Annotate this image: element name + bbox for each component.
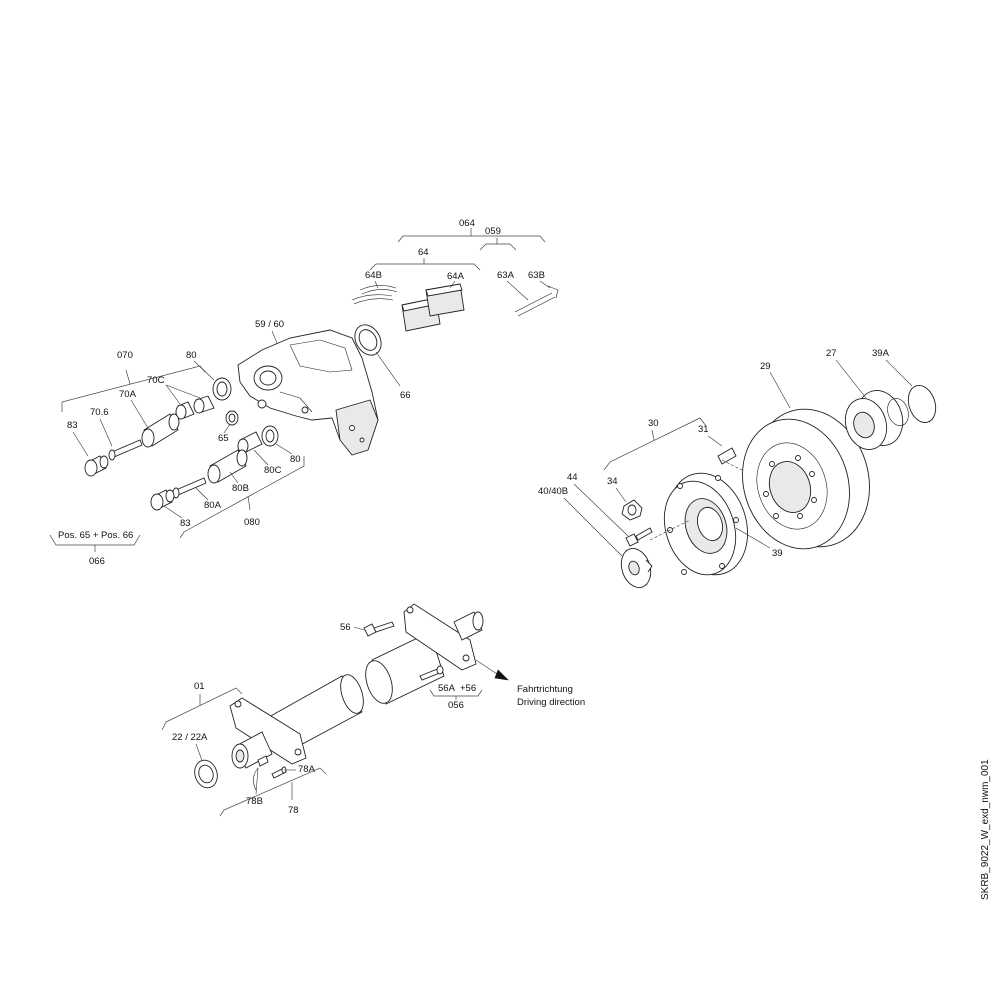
label-40-40B: 40/40B [538, 486, 568, 497]
pad-retainer [506, 280, 559, 317]
label-56A: 56A [438, 683, 456, 694]
label-01: 01 [194, 681, 205, 692]
label-64: 64 [418, 247, 429, 258]
sensor-78A [271, 766, 287, 779]
caliper-housing [237, 329, 379, 456]
label-pos-65-66: Pos. 65 + Pos. 66 [58, 530, 133, 541]
bolt-56 [363, 621, 395, 637]
label-56: 56 [340, 622, 351, 633]
bushing-80-upper [212, 377, 232, 401]
axle-end-right [365, 603, 484, 705]
label-22-22A: 22 / 22A [172, 732, 208, 743]
bracket-78 [219, 767, 327, 817]
sensor-78B [253, 755, 269, 791]
label-80-upper: 80 [186, 350, 197, 361]
bracket-01 [161, 687, 243, 731]
pad-group-brackets [369, 228, 546, 271]
label-59-60: 59 / 60 [255, 319, 284, 330]
label-80B: 80B [232, 483, 249, 494]
cap-83-upper [84, 455, 109, 477]
driving-direction-arrow [475, 659, 509, 681]
label-83-lower: 83 [180, 518, 191, 529]
label-70A: 70A [119, 389, 137, 400]
label-29: 29 [760, 361, 771, 372]
label-65: 65 [218, 433, 229, 444]
label-66: 66 [400, 390, 411, 401]
label-44: 44 [567, 472, 578, 483]
wheel-nut-34 [621, 499, 643, 521]
direction-label-en: Driving direction [517, 697, 585, 708]
label-78: 78 [288, 805, 299, 816]
label-83-upper: 83 [67, 420, 78, 431]
label-059: 059 [485, 226, 501, 237]
bolt-70-6 [108, 439, 143, 461]
label-64B: 64B [365, 270, 382, 281]
label-78A: 78A [298, 764, 316, 775]
label-63B: 63B [528, 270, 545, 281]
hub-cap-40 [620, 548, 653, 588]
bolt-44 [625, 527, 653, 547]
label-64A: 64A [447, 271, 465, 282]
label-80C: 80C [264, 465, 282, 476]
seal-66 [354, 324, 401, 387]
pad-springs [351, 280, 398, 305]
bracket-30 [603, 417, 707, 471]
wheel-stud-31 [717, 447, 743, 471]
label-70C: 70C [147, 375, 165, 386]
hub-27 [844, 390, 909, 450]
label-63A: 63A [497, 270, 515, 281]
direction-label-de: Fahrtrichtung [517, 684, 573, 695]
label-70-6: 70.6 [90, 407, 109, 418]
label-39: 39 [772, 548, 783, 559]
sleeves-70C [175, 395, 215, 420]
cap-83-lower [150, 489, 175, 511]
seal-22 [194, 759, 218, 789]
label-064: 064 [459, 218, 475, 229]
label-34: 34 [607, 476, 618, 487]
bolt-56A [419, 665, 444, 681]
label-27: 27 [826, 348, 837, 359]
guide-pin-80B [207, 449, 248, 484]
drawing-id: SKRB_9022_W_exd_nwm_001 [980, 759, 991, 900]
axle-beam-01 [229, 674, 364, 769]
label-80-lower: 80 [290, 454, 301, 465]
label-080: 080 [244, 517, 260, 528]
label-plus-56: +56 [460, 683, 476, 694]
label-056: 056 [448, 700, 464, 711]
bushing-80-lower [261, 425, 279, 447]
o-ring-39A [907, 385, 937, 423]
label-31: 31 [698, 424, 709, 435]
label-80A: 80A [204, 500, 222, 511]
label-066: 066 [89, 556, 105, 567]
bolt-80A [172, 477, 207, 499]
label-30: 30 [648, 418, 659, 429]
plug-65 [225, 410, 239, 426]
bracket-080 [179, 456, 305, 539]
wheel-flange-39 [649, 472, 749, 576]
label-78B: 78B [246, 796, 263, 807]
label-39A: 39A [872, 348, 890, 359]
label-070: 070 [117, 350, 133, 361]
guide-pin-70A [141, 413, 180, 448]
bushing-80C [237, 431, 263, 454]
brake-pads [401, 280, 465, 332]
brake-disc-29 [742, 408, 870, 550]
